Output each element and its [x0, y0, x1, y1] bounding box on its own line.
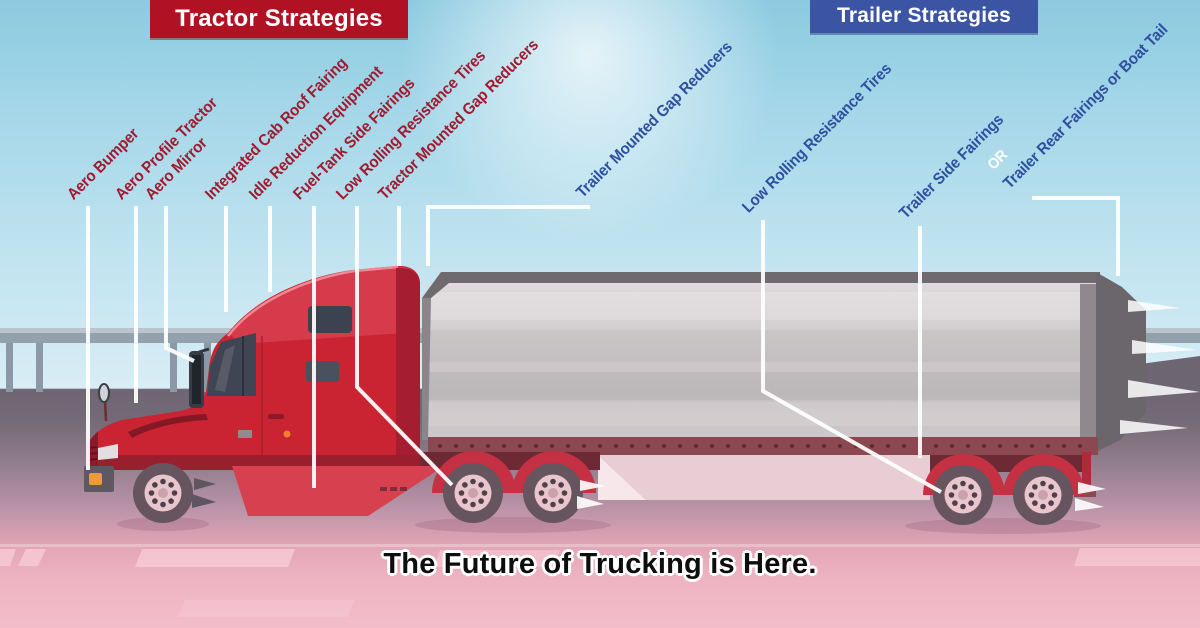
rail-rivets	[438, 444, 1082, 448]
leader-aero-mirror	[164, 206, 195, 363]
trailer-wheel	[933, 465, 993, 525]
leader-trailer-rear-fairings	[1032, 196, 1120, 276]
headlight	[98, 444, 118, 460]
trailer-bottom-rail	[428, 437, 1098, 455]
trailer-side-skirt	[598, 455, 930, 500]
drive-mud-flaps	[577, 480, 606, 509]
tractor-illustration	[84, 265, 606, 523]
front-wheel-flares	[192, 478, 216, 508]
drive-wheel	[443, 463, 503, 523]
door-handle	[268, 414, 284, 419]
trailer-wheel	[1013, 465, 1073, 525]
trailer-roof-cap	[422, 272, 1100, 298]
leader-lines	[86, 196, 1120, 494]
leader-low-rolling-resistance-tires-tractor	[355, 206, 454, 487]
trailer-front-edge	[422, 298, 431, 440]
tractor-strategies-header: Tractor Strategies	[150, 0, 408, 38]
hood-mirror	[98, 383, 110, 403]
drive-wheel	[523, 463, 583, 523]
trailer-strategies-header: Trailer Strategies	[810, 0, 1038, 33]
fuel-tank-fairing	[232, 466, 438, 516]
leader-low-rolling-resistance-tires-trailer	[761, 220, 942, 494]
rear-mud-flaps	[1075, 482, 1106, 511]
boat-tail	[1096, 272, 1146, 452]
leader-trailer-mounted-gap-reducers	[426, 205, 590, 266]
road-markings	[0, 544, 1200, 617]
trailer-illustration	[422, 272, 1200, 525]
cab-roof-fairing	[230, 266, 419, 344]
fog-light	[89, 473, 102, 485]
wind-streaks	[1120, 300, 1200, 434]
sleeper-window	[308, 306, 352, 333]
side-window	[306, 361, 339, 382]
front-wheel	[133, 463, 193, 523]
footer-slogan: The Future of Trucking is Here.	[383, 548, 817, 580]
marker-light	[283, 430, 291, 438]
